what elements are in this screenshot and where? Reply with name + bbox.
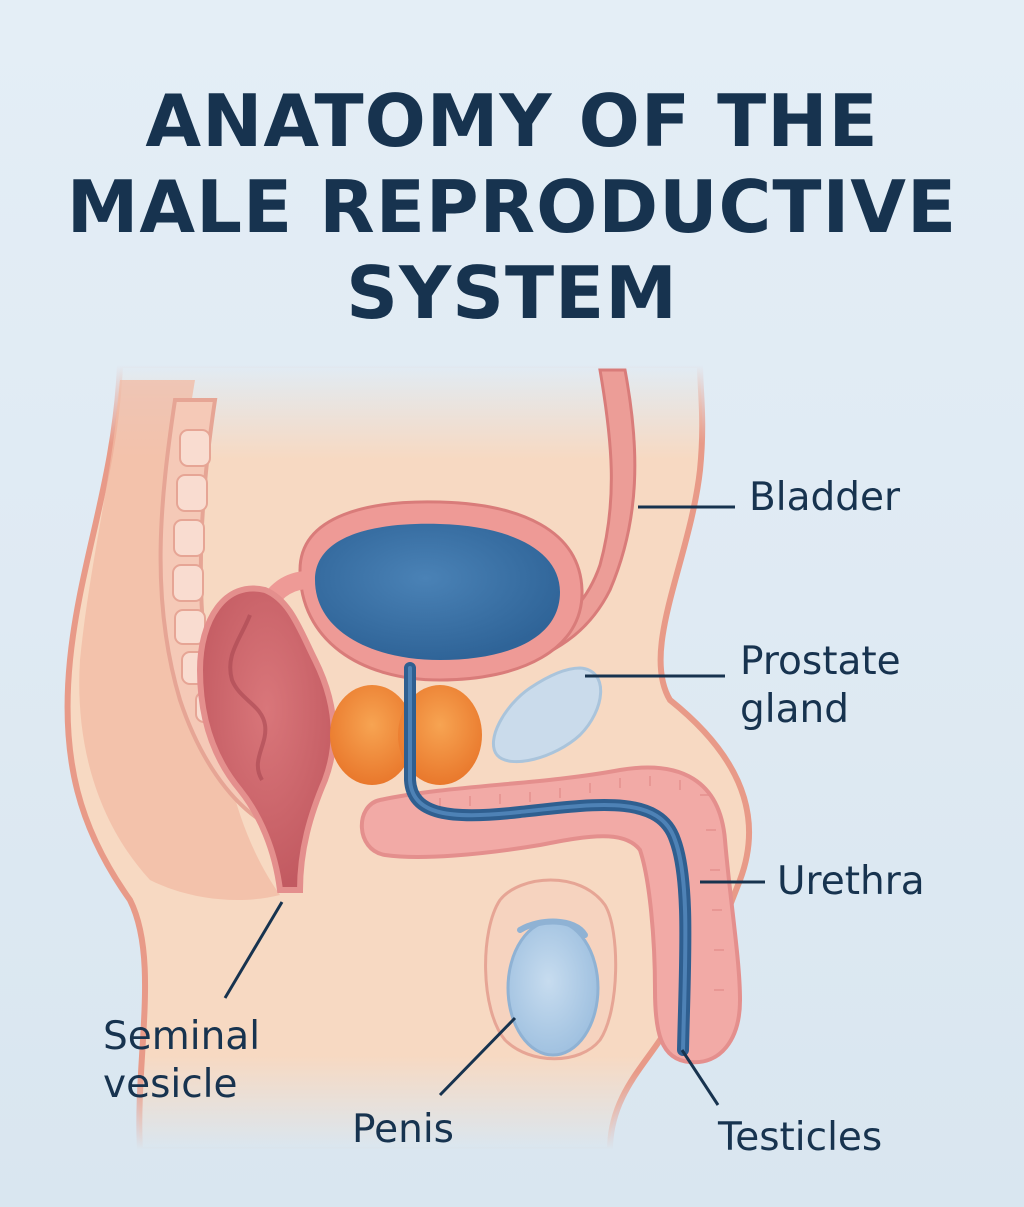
leader-penis: [438, 1016, 517, 1097]
testicle: [506, 919, 600, 1057]
leader-seminal: [223, 901, 284, 999]
epididymis: [517, 918, 588, 938]
title-line-1: ANATOMY OF THE: [145, 79, 879, 163]
prostate-lobe-left: [330, 685, 414, 785]
label-testicles: Testicles: [718, 1115, 883, 1160]
label-prostate-gland: Prostate gland: [740, 638, 901, 734]
title-line-3: SYSTEM: [346, 251, 678, 335]
label-urethra: Urethra: [777, 859, 925, 904]
rectum-fold: [228, 614, 268, 782]
label-seminal-vesicle: Seminal vesicle: [103, 1013, 260, 1109]
shaft-texture: [439, 776, 724, 991]
rectum: [196, 585, 337, 893]
penis-shaft: [359, 765, 743, 1065]
label-bladder: Bladder: [749, 475, 901, 520]
prostate-lobe-right: [398, 685, 482, 785]
label-penis: Penis: [352, 1107, 454, 1152]
pubic-gland: [491, 666, 603, 764]
label-prostate-line-1: Prostate: [740, 639, 901, 684]
page-title: ANATOMY OF THE MALE REPRODUCTIVE SYSTEM: [0, 78, 1024, 336]
urethra-highlight: [408, 666, 688, 1052]
label-prostate-line-2: gland: [740, 687, 849, 732]
leader-lines: [223, 505, 765, 1106]
title-line-2: MALE REPRODUCTIVE: [66, 165, 958, 249]
label-seminal-line-2: vesicle: [103, 1062, 238, 1107]
leader-testicles: [680, 1049, 720, 1106]
bladder: [315, 523, 560, 660]
label-seminal-line-1: Seminal: [103, 1014, 261, 1059]
